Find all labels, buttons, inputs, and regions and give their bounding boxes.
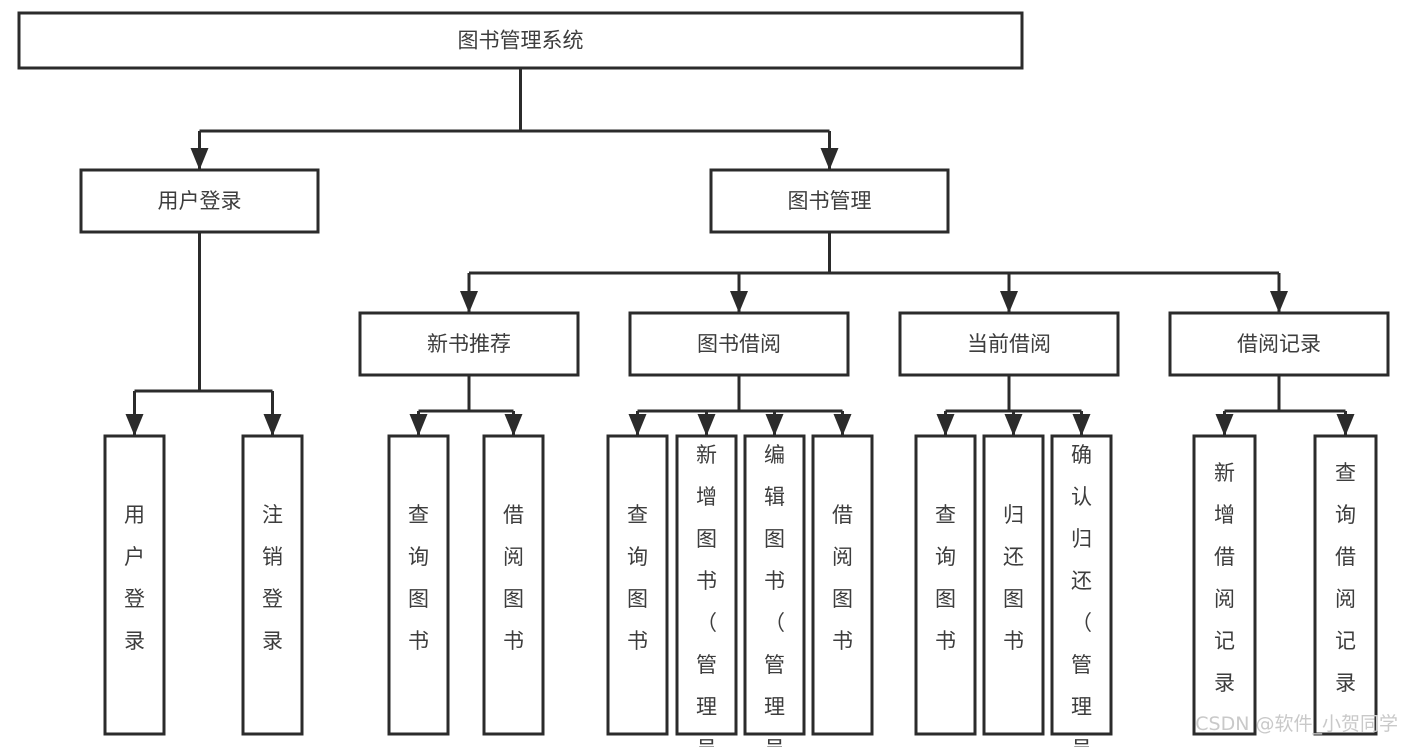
node-leaf-2-查询图书[interactable]: 查询图书: [387, 434, 450, 736]
node-leaf-8-查询图书[interactable]: 查询图书: [914, 434, 977, 736]
node-box: [709, 168, 950, 234]
arrow-head-icon: [833, 414, 852, 436]
node-box: [1192, 434, 1257, 736]
node-label-vertical: 查询借阅记录: [1335, 461, 1356, 695]
node-box: [358, 311, 580, 377]
node-label-vertical: 借阅图书: [832, 503, 853, 653]
node-l3-1-图书借阅[interactable]: 图书借阅: [628, 311, 850, 377]
node-leaf-9-归还图书[interactable]: 归还图书: [982, 434, 1045, 736]
node-box: [1168, 311, 1390, 377]
node-box: [628, 311, 850, 377]
node-l3-2-当前借阅[interactable]: 当前借阅: [898, 311, 1120, 377]
connectors-root-to-level2: [190, 68, 839, 170]
node-box: [898, 311, 1120, 377]
arrow-head-icon: [1000, 291, 1018, 313]
node-leaf-10-确认归还管理员[interactable]: 确认归还（管理员）: [1050, 434, 1113, 747]
node-label-vertical: 新增借阅记录: [1214, 461, 1235, 695]
arrow-head-icon: [936, 414, 955, 436]
node-label: 当前借阅: [967, 332, 1051, 356]
node-l3-3-借阅记录[interactable]: 借阅记录: [1168, 311, 1390, 377]
node-label-vertical: 查询图书: [408, 503, 429, 653]
arrow-head-icon: [765, 414, 784, 436]
connectors-login-to-leaves: [125, 232, 282, 436]
node-box: [743, 434, 806, 736]
node-label: 借阅记录: [1237, 332, 1321, 356]
node-leaf-5-新增图书管理员[interactable]: 新增图书（管理员）: [675, 434, 738, 747]
arrow-head-icon: [504, 414, 523, 436]
node-box: [387, 434, 450, 736]
node-box: [1313, 434, 1378, 736]
node-label-vertical: 确认归还（管理员）: [1071, 443, 1092, 747]
node-label-vertical: 归还图书: [1003, 503, 1024, 653]
arrow-head-icon: [628, 414, 647, 436]
node-label-vertical: 注销登录: [262, 503, 283, 653]
connector-layer: [125, 68, 1355, 436]
node-label-vertical: 新增图书（管理员）: [696, 443, 717, 747]
arrow-head-icon: [1336, 414, 1355, 436]
node-leaf-7-借阅图书[interactable]: 借阅图书: [811, 434, 874, 736]
node-leaf-0-用户登录[interactable]: 用户登录: [103, 434, 166, 736]
node-label-vertical: 查询图书: [935, 503, 956, 653]
node-leaf-4-查询图书[interactable]: 查询图书: [606, 434, 669, 736]
connectors-books-to-level3: [460, 232, 1288, 313]
node-label: 图书管理系统: [458, 29, 584, 53]
node-l3-0-新书推荐[interactable]: 新书推荐: [358, 311, 580, 377]
node-leaf-12-查询借阅记录[interactable]: 查询借阅记录: [1313, 434, 1378, 736]
node-root-0-图书管理系统[interactable]: 图书管理系统: [17, 11, 1024, 70]
node-label: 图书借阅: [697, 332, 781, 356]
node-box: [811, 434, 874, 736]
node-label-vertical: 编辑图书（管理员）: [764, 443, 785, 747]
node-l2-0-用户登录[interactable]: 用户登录: [79, 168, 320, 234]
connectors-借阅记录-to-leaves: [1215, 375, 1355, 436]
arrow-head-icon: [730, 291, 748, 313]
node-box: [482, 434, 545, 736]
arrow-head-icon: [697, 414, 716, 436]
node-label-vertical: 借阅图书: [503, 503, 524, 653]
arrow-head-icon: [409, 414, 428, 436]
node-label: 用户登录: [158, 189, 242, 213]
node-leaf-11-新增借阅记录[interactable]: 新增借阅记录: [1192, 434, 1257, 736]
node-box: [606, 434, 669, 736]
arrow-head-icon: [263, 414, 282, 436]
node-l2-1-图书管理[interactable]: 图书管理: [709, 168, 950, 234]
connectors-新书推荐-to-leaves: [409, 375, 523, 436]
node-box: [1050, 434, 1113, 736]
node-box: [241, 434, 304, 736]
connectors-当前借阅-to-leaves: [936, 375, 1091, 436]
arrow-head-icon: [1270, 291, 1288, 313]
arrow-head-icon: [1215, 414, 1234, 436]
node-label-vertical: 查询图书: [627, 503, 648, 653]
node-leaf-6-编辑图书管理员[interactable]: 编辑图书（管理员）: [743, 434, 806, 747]
node-box: [17, 11, 1024, 70]
node-leaf-1-注销登录[interactable]: 注销登录: [241, 434, 304, 736]
node-label: 图书管理: [788, 189, 872, 213]
node-box: [675, 434, 738, 736]
node-box: [914, 434, 977, 736]
node-layer: 图书管理系统用户登录图书管理新书推荐图书借阅当前借阅借阅记录用户登录注销登录查询…: [17, 11, 1390, 747]
arrow-head-icon: [460, 291, 478, 313]
arrow-head-icon: [1072, 414, 1091, 436]
node-leaf-3-借阅图书[interactable]: 借阅图书: [482, 434, 545, 736]
arrow-head-icon: [1004, 414, 1023, 436]
node-label: 新书推荐: [427, 332, 511, 356]
node-box: [79, 168, 320, 234]
node-box: [103, 434, 166, 736]
arrow-head-icon: [820, 148, 839, 170]
arrow-head-icon: [190, 148, 209, 170]
connectors-图书借阅-to-leaves: [628, 375, 852, 436]
arrow-head-icon: [125, 414, 144, 436]
node-label-vertical: 用户登录: [124, 503, 145, 653]
node-box: [982, 434, 1045, 736]
csdn-watermark: CSDN @软件_小贺同学: [1195, 713, 1398, 735]
